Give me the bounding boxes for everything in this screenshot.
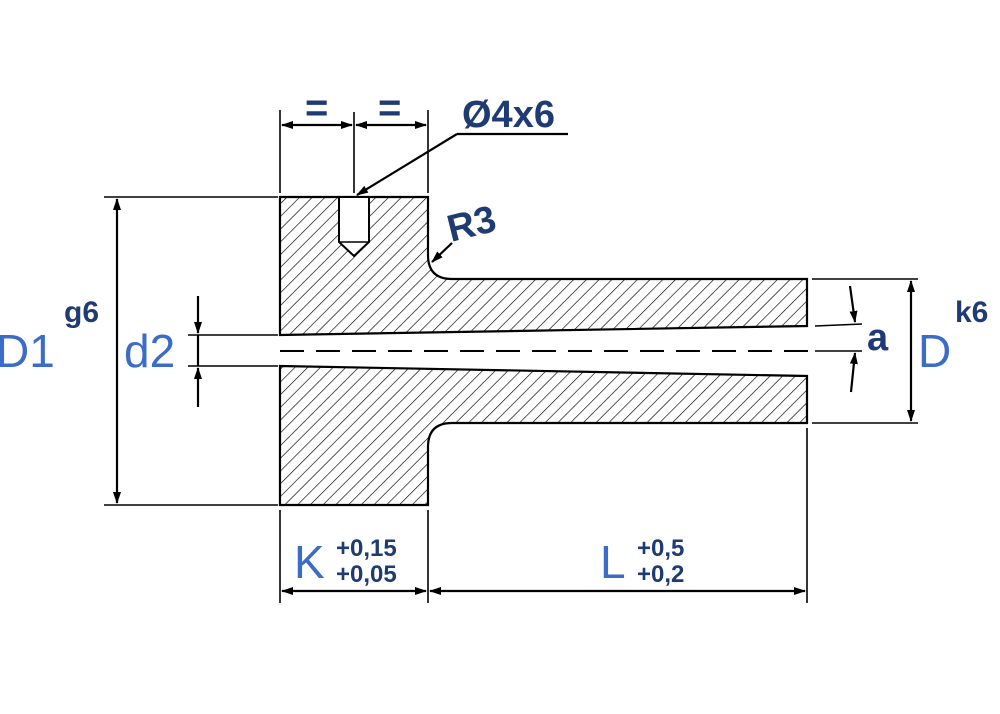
label-K-tol-upper: +0,15 bbox=[336, 535, 397, 562]
label-L-tol-lower: +0,2 bbox=[637, 561, 684, 588]
label-equal-right: = bbox=[378, 86, 401, 130]
label-equal-left: = bbox=[305, 86, 328, 130]
radius-leader bbox=[431, 242, 453, 263]
hole-leader bbox=[356, 132, 568, 196]
dimension-D bbox=[812, 278, 918, 424]
dimension-K-L bbox=[279, 428, 808, 603]
label-D1: D1 bbox=[0, 325, 55, 377]
label-K-tol-lower: +0,05 bbox=[336, 561, 397, 588]
label-D: D bbox=[918, 325, 951, 377]
dimension-D1 bbox=[104, 196, 278, 506]
label-L-tol-upper: +0,5 bbox=[637, 535, 684, 562]
label-D-fit: k6 bbox=[955, 296, 988, 329]
dimension-a bbox=[814, 285, 863, 393]
label-D1-fit: g6 bbox=[64, 296, 99, 329]
dimension-hole-position bbox=[279, 110, 429, 193]
pin-hole bbox=[338, 196, 370, 258]
dimension-d2 bbox=[188, 296, 278, 407]
label-radius: R3 bbox=[443, 198, 500, 251]
part-lower-section bbox=[278, 364, 809, 507]
label-L: L bbox=[600, 536, 626, 588]
label-d2: d2 bbox=[124, 325, 175, 377]
part-upper-section bbox=[278, 195, 809, 337]
label-a: a bbox=[867, 317, 889, 359]
label-hole: Ø4x6 bbox=[462, 94, 555, 136]
label-K: K bbox=[294, 536, 325, 588]
